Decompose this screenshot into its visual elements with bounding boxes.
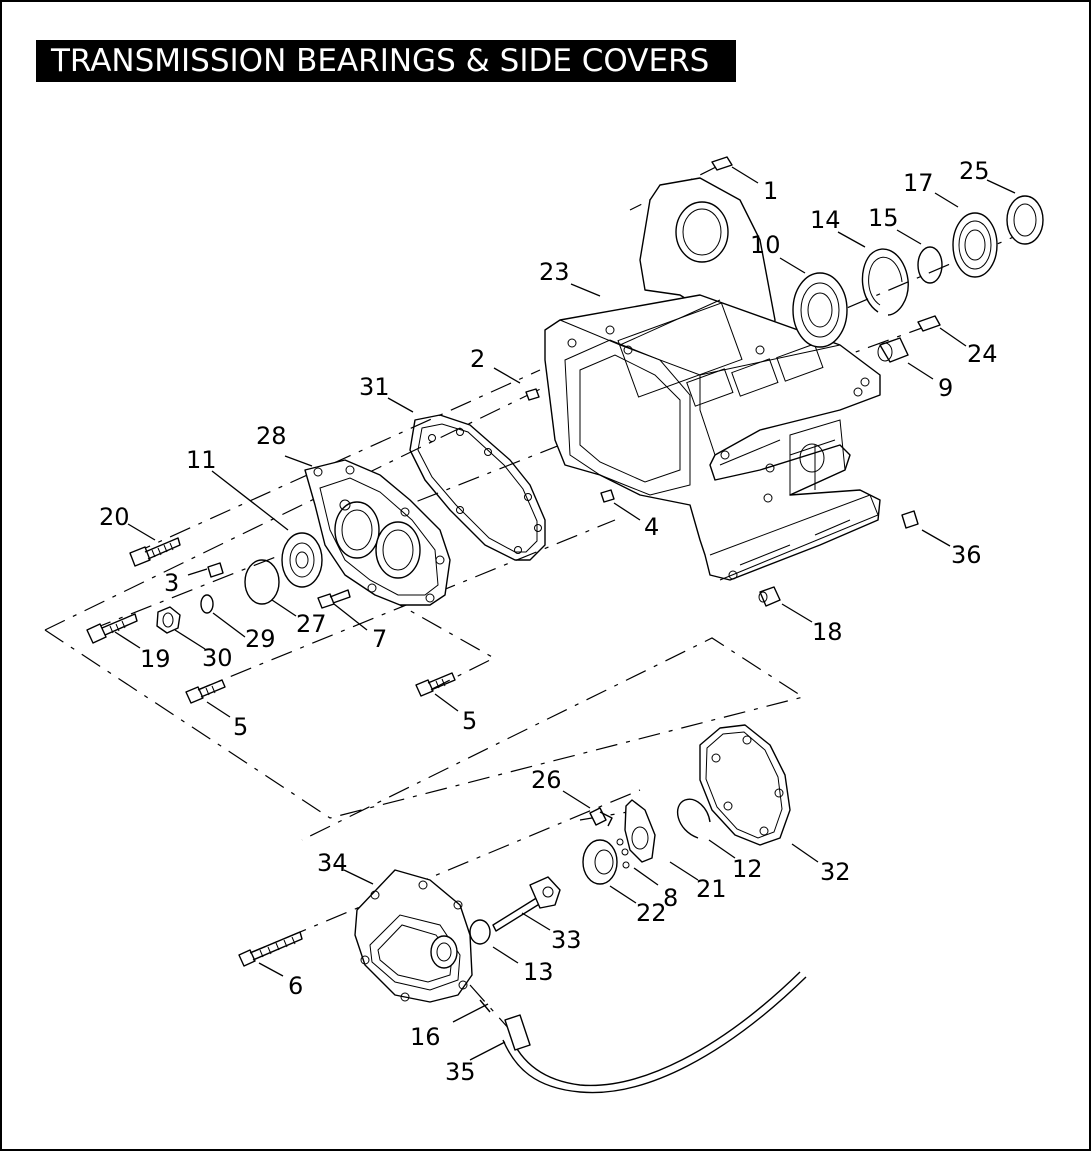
callout-29: 29 bbox=[245, 625, 276, 653]
callout-31: 31 bbox=[359, 373, 390, 401]
callout-5-left: 5 bbox=[233, 713, 248, 741]
nut-30 bbox=[156, 606, 181, 634]
callout-16: 16 bbox=[410, 1023, 441, 1051]
callout-33: 33 bbox=[551, 926, 582, 954]
retaining-ring-12 bbox=[676, 798, 711, 839]
needle-bearing-9 bbox=[877, 337, 909, 363]
callout-10: 10 bbox=[750, 231, 781, 259]
gasket-32 bbox=[699, 724, 791, 846]
washer-29 bbox=[200, 594, 214, 614]
dowel-pin-24 bbox=[917, 315, 941, 332]
bearing-11 bbox=[281, 532, 323, 588]
callout-labels: 1 2 3 4 5 5 6 7 8 9 10 11 12 13 14 15 16… bbox=[99, 157, 998, 1086]
screw-5-left bbox=[185, 679, 226, 704]
retaining-ring-14 bbox=[861, 248, 909, 316]
ramp-21 bbox=[624, 799, 656, 863]
callout-36: 36 bbox=[951, 541, 982, 569]
seal-17 bbox=[952, 212, 998, 278]
callout-3: 3 bbox=[164, 569, 179, 597]
callout-7: 7 bbox=[372, 625, 387, 653]
screw-20 bbox=[129, 537, 181, 567]
callout-19: 19 bbox=[140, 645, 171, 673]
callout-23: 23 bbox=[539, 258, 570, 286]
callout-1: 1 bbox=[763, 177, 778, 205]
dowel-pin-2 bbox=[525, 388, 540, 401]
callout-22: 22 bbox=[636, 899, 667, 927]
callout-35: 35 bbox=[445, 1058, 476, 1086]
dowel-pin-1 bbox=[711, 156, 733, 171]
side-cover-34 bbox=[354, 869, 473, 1003]
callout-24: 24 bbox=[967, 340, 998, 368]
gasket-31 bbox=[409, 414, 546, 561]
callout-34: 34 bbox=[317, 849, 348, 877]
page-title: TRANSMISSION BEARINGS & SIDE COVERS bbox=[51, 43, 710, 79]
bearing-10 bbox=[792, 272, 848, 348]
callout-4: 4 bbox=[644, 513, 659, 541]
balls-8 bbox=[616, 838, 630, 869]
dowel-pin-3 bbox=[207, 562, 224, 578]
screw-6 bbox=[238, 931, 303, 967]
callout-15: 15 bbox=[868, 204, 899, 232]
adjuster-screw-33 bbox=[492, 876, 561, 932]
ramp-22 bbox=[582, 839, 618, 885]
callout-28: 28 bbox=[256, 422, 287, 450]
side-cover-28 bbox=[304, 459, 451, 606]
callout-20: 20 bbox=[99, 503, 130, 531]
callout-2: 2 bbox=[470, 345, 485, 373]
callout-18: 18 bbox=[812, 618, 843, 646]
callout-26: 26 bbox=[531, 766, 562, 794]
callout-27: 27 bbox=[296, 610, 327, 638]
callout-30: 30 bbox=[202, 644, 233, 672]
callout-21: 21 bbox=[696, 875, 727, 903]
vent-fitting-36 bbox=[901, 510, 919, 529]
callout-6: 6 bbox=[288, 972, 303, 1000]
title-bar: TRANSMISSION BEARINGS & SIDE COVERS bbox=[36, 40, 736, 82]
screw-26 bbox=[589, 807, 613, 827]
screw-7 bbox=[317, 589, 351, 609]
plug-18 bbox=[758, 586, 781, 607]
callout-11: 11 bbox=[186, 446, 217, 474]
callout-17: 17 bbox=[903, 169, 934, 197]
spacer-25 bbox=[1006, 195, 1044, 245]
callout-8: 8 bbox=[663, 884, 678, 912]
callout-14: 14 bbox=[810, 206, 841, 234]
callout-12: 12 bbox=[732, 855, 763, 883]
screw-5-right bbox=[415, 672, 456, 697]
o-ring-15 bbox=[917, 246, 943, 284]
o-ring-27 bbox=[244, 559, 280, 605]
callout-13: 13 bbox=[523, 958, 554, 986]
clutch-cable-35 bbox=[502, 971, 807, 1094]
callout-25: 25 bbox=[959, 157, 990, 185]
leader-lines bbox=[114, 166, 1016, 1061]
callout-5-right: 5 bbox=[462, 707, 477, 735]
callout-9: 9 bbox=[938, 374, 953, 402]
o-ring-13 bbox=[469, 919, 491, 945]
dowel-pin-4 bbox=[600, 489, 615, 503]
transmission-case bbox=[544, 177, 881, 581]
screw-19 bbox=[86, 613, 138, 644]
callout-32: 32 bbox=[820, 858, 851, 886]
